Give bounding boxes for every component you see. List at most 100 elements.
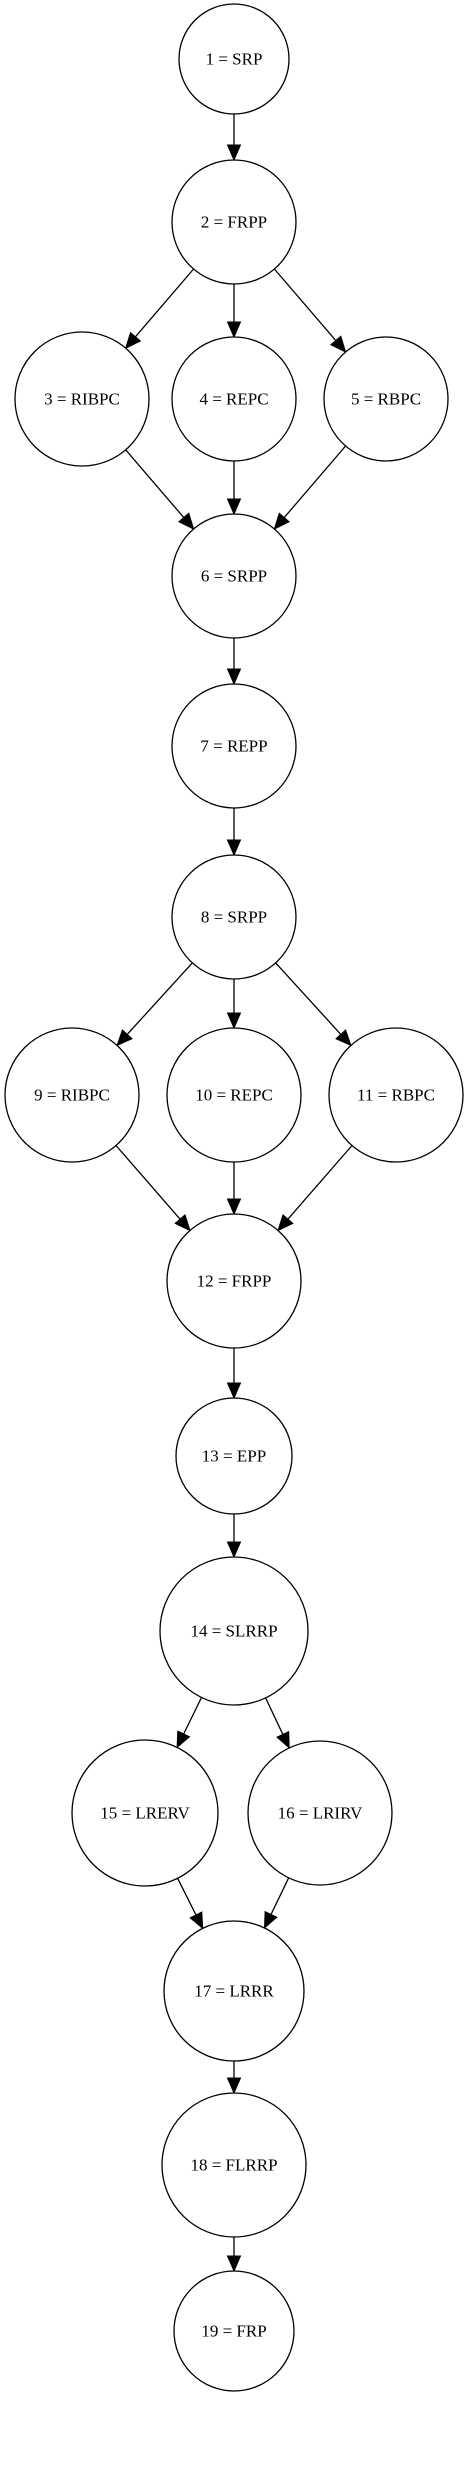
arrowhead-icon <box>226 144 242 162</box>
node-19: 19 = FRP <box>173 2270 295 2392</box>
edge-n8-n9 <box>116 962 193 1047</box>
edge-n15-n17 <box>177 1878 204 1930</box>
node-label: 2 = FRPP <box>201 213 267 232</box>
arrowhead-icon <box>124 331 142 350</box>
arrowhead-icon <box>329 335 347 353</box>
edge-line <box>270 1877 290 1915</box>
node-circle <box>171 683 297 809</box>
node-label: 19 = FRP <box>201 2322 266 2341</box>
node-15: 15 = LRERV <box>71 1739 219 1887</box>
node-circle <box>163 1920 305 2062</box>
arrowhead-icon <box>176 1730 191 1749</box>
arrowhead-icon <box>226 2255 242 2273</box>
node-label: 4 = REPC <box>199 390 268 409</box>
arrowhead-icon <box>226 668 242 686</box>
arrowhead-icon <box>335 1029 352 1047</box>
arrowhead-icon <box>263 1910 278 1930</box>
node-circle <box>328 1027 464 1163</box>
node-18: 18 = FLRRP <box>161 2092 307 2238</box>
node-circle <box>247 1740 393 1886</box>
arrowhead-icon <box>174 1214 191 1232</box>
arrowhead-icon <box>177 512 195 530</box>
edges-layer <box>115 114 353 2273</box>
node-label: 16 = LRIRV <box>278 1804 363 1823</box>
node-circle <box>178 3 290 115</box>
arrowhead-icon <box>226 321 242 339</box>
node-circle <box>166 1213 302 1349</box>
node-label: 7 = REPP <box>200 737 267 756</box>
edge-n2-n3 <box>124 268 195 350</box>
edge-line <box>126 962 193 1035</box>
node-circle <box>173 2270 295 2392</box>
node-circle <box>14 331 150 467</box>
edge-line <box>134 268 195 338</box>
node-10: 10 = REPC <box>166 1027 302 1163</box>
node-12: 12 = FRPP <box>166 1213 302 1349</box>
edge-n9-n12 <box>115 1145 191 1232</box>
node-label: 8 = SRPP <box>201 908 267 927</box>
arrowhead-icon <box>226 839 242 857</box>
arrowhead-icon <box>116 1029 133 1047</box>
node-label: 13 = EPP <box>202 1447 266 1466</box>
edge-n13-n14 <box>226 1514 242 1559</box>
edge-n1-n2 <box>226 114 242 162</box>
edge-n10-n12 <box>226 1162 242 1216</box>
edge-n5-n6 <box>273 445 347 530</box>
node-2: 2 = FRPP <box>171 159 297 285</box>
edge-line <box>125 449 185 519</box>
arrowhead-icon <box>277 1214 294 1232</box>
node-9: 9 = RIBPC <box>4 1027 140 1163</box>
edge-n11-n12 <box>277 1145 353 1232</box>
node-label: 3 = RIBPC <box>44 390 120 409</box>
node-circle <box>4 1027 140 1163</box>
node-13: 13 = EPP <box>175 1397 293 1515</box>
edge-line <box>177 1878 197 1916</box>
arrowhead-icon <box>273 512 291 530</box>
edge-line <box>183 1697 203 1735</box>
arrowhead-icon <box>226 1012 242 1030</box>
arrowhead-icon <box>226 1198 242 1216</box>
node-label: 10 = REPC <box>195 1086 273 1105</box>
edge-n14-n15 <box>176 1697 203 1749</box>
node-17: 17 = LRRR <box>163 1920 305 2062</box>
arrowhead-icon <box>226 2077 242 2095</box>
node-16: 16 = LRIRV <box>247 1740 393 1886</box>
edge-line <box>283 445 347 519</box>
node-label: 1 = SRP <box>206 50 263 69</box>
node-7: 7 = REPP <box>171 683 297 809</box>
node-circle <box>171 513 297 639</box>
node-label: 18 = FLRRP <box>190 2156 277 2175</box>
node-circle <box>323 336 449 462</box>
edge-n18-n19 <box>226 2237 242 2273</box>
node-label: 17 = LRRR <box>194 1982 274 2001</box>
edge-n4-n6 <box>226 461 242 516</box>
node-circle <box>171 159 297 285</box>
node-circle <box>171 336 297 462</box>
node-1: 1 = SRP <box>178 3 290 115</box>
edge-n7-n8 <box>226 808 242 857</box>
arrowhead-icon <box>226 1382 242 1400</box>
node-circle <box>161 2092 307 2238</box>
node-circle <box>159 1556 309 1706</box>
node-3: 3 = RIBPC <box>14 331 150 467</box>
arrowhead-icon <box>226 498 242 516</box>
node-label: 5 = RBPC <box>351 390 421 409</box>
edge-n8-n10 <box>226 979 242 1030</box>
node-8: 8 = SRPP <box>171 854 297 980</box>
edge-n14-n16 <box>265 1697 290 1750</box>
node-circle <box>71 1739 219 1887</box>
edge-n17-n18 <box>226 2061 242 2095</box>
edge-n2-n5 <box>273 268 347 353</box>
edge-line <box>275 962 342 1035</box>
node-14: 14 = SLRRP <box>159 1556 309 1706</box>
edge-line <box>115 1145 181 1220</box>
node-circle <box>175 1397 293 1515</box>
node-label: 12 = FRPP <box>197 1272 272 1291</box>
node-label: 9 = RIBPC <box>34 1086 110 1105</box>
edge-n6-n7 <box>226 638 242 686</box>
edge-n3-n6 <box>125 449 195 530</box>
node-circle <box>171 854 297 980</box>
edge-line <box>273 268 337 342</box>
edge-n8-n11 <box>275 962 352 1047</box>
